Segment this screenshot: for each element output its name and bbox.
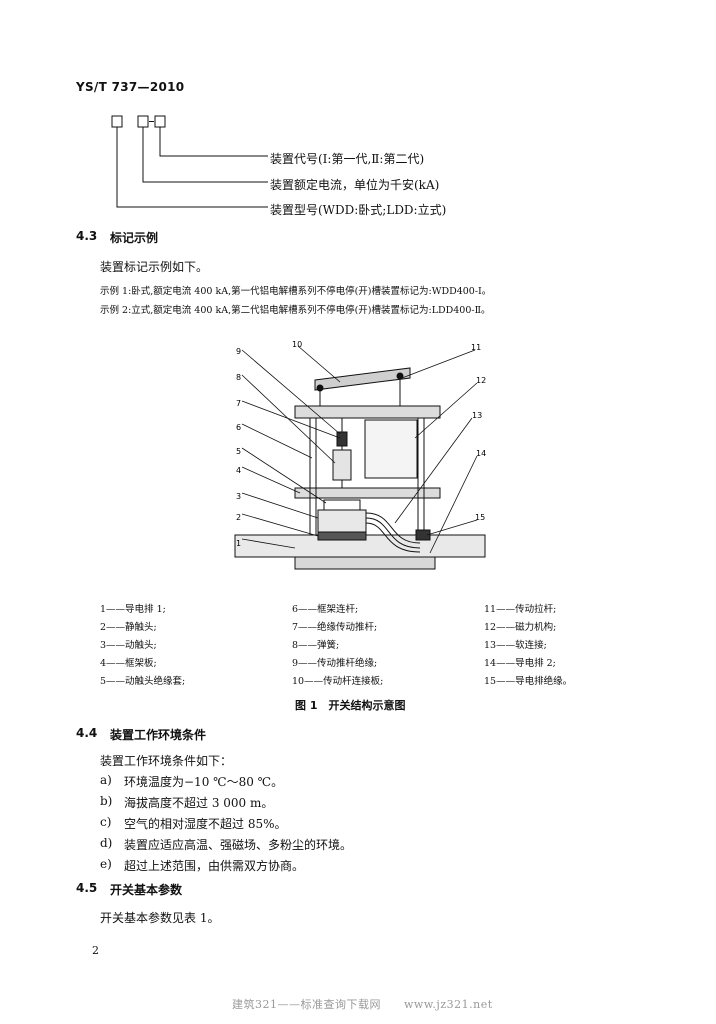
- code-box-model: [111, 115, 123, 128]
- figure-caption: 图 1 开关结构示意图: [295, 699, 406, 712]
- example-1: 示例 1:卧式,额定电流 400 kA,第一代铝电解槽系列不停电停(开)槽装置标…: [100, 286, 492, 297]
- document-code: YS/T 737—2010: [76, 80, 185, 94]
- legend-item: 11——传动拉杆;: [484, 604, 557, 615]
- linkage-plate-shape: [314, 367, 411, 391]
- list-item: 超过上述范围，由供需双方协商。: [124, 859, 305, 873]
- switch-structure-figure: 1 2 3 4 5 6 7 8 9 10 11 12 13 14 15: [234, 340, 486, 570]
- code-box-generation: [154, 115, 166, 128]
- frame-plate-lower: [294, 487, 441, 499]
- callout-5: 5: [236, 447, 241, 456]
- section-4-4-title: 装置工作环境条件: [110, 728, 207, 742]
- section-4-3-number: 4.3: [76, 229, 98, 243]
- callout-4: 4: [236, 466, 241, 475]
- list-label: a): [100, 773, 112, 787]
- callout-15: 15: [475, 513, 485, 522]
- example-2: 示例 2:立式,额定电流 400 kA,第二代铝电解槽系列不停电停(开)槽装置标…: [100, 305, 491, 316]
- busbar-insulation-shape: [415, 529, 431, 541]
- flexible-connection-shape: [365, 512, 421, 544]
- legend-item: 8——弹簧;: [292, 640, 340, 651]
- list-item: 海拔高度不超过 3 000 m。: [124, 796, 274, 810]
- callout-14: 14: [476, 449, 486, 458]
- moving-contact-shape: [317, 509, 367, 533]
- section-4-3-intro: 装置标记示例如下。: [100, 260, 209, 274]
- list-item: 装置应适应高温、强磁场、多粉尘的环境。: [124, 838, 353, 852]
- legend-item: 5——动触头绝缘套;: [100, 676, 186, 687]
- code-box-current: [137, 115, 149, 128]
- page-number: 2: [92, 944, 99, 957]
- legend-item: 3——动触头;: [100, 640, 157, 651]
- magnetic-mechanism-shape: [364, 419, 418, 479]
- contact-insulation-shape: [323, 499, 361, 511]
- callout-13: 13: [472, 411, 482, 420]
- busbar-2-shape: [294, 556, 436, 570]
- section-4-5-intro: 开关基本参数见表 1。: [100, 911, 220, 925]
- legend-item: 7——绝缘传动推杆;: [292, 622, 378, 633]
- section-4-4-intro: 装置工作环境条件如下：: [100, 754, 233, 768]
- callout-11: 11: [471, 343, 481, 352]
- list-item: 环境温度为−10 ℃～80 ℃。: [124, 775, 284, 789]
- legend-item: 12——磁力机构;: [484, 622, 557, 633]
- legend-item: 1——导电排 1;: [100, 604, 166, 615]
- legend-item: 6——框架连杆;: [292, 604, 359, 615]
- callout-10: 10: [292, 340, 302, 349]
- legend-item: 4——框架板;: [100, 658, 157, 669]
- callout-3: 3: [236, 492, 241, 501]
- callout-2: 2: [236, 513, 241, 522]
- callout-12: 12: [476, 376, 486, 385]
- callout-7: 7: [236, 399, 241, 408]
- legend-item: 9——传动推杆绝缘;: [292, 658, 378, 669]
- legend-item: 2——静触头;: [100, 622, 157, 633]
- callout-1: 1: [236, 539, 241, 548]
- callout-9: 9: [236, 347, 241, 356]
- list-label: b): [100, 794, 113, 808]
- section-4-5-number: 4.5: [76, 881, 98, 895]
- section-4-4-number: 4.4: [76, 726, 98, 740]
- spring-shape: [332, 449, 352, 481]
- code-structure-diagram: [111, 115, 268, 208]
- list-label: d): [100, 836, 113, 850]
- code-desc-model: 装置型号(WDD:卧式;LDD:立式): [270, 203, 447, 217]
- legend-item: 14——导电排 2;: [484, 658, 556, 669]
- callout-6: 6: [236, 423, 241, 432]
- legend-item: 15——导电排绝缘。: [484, 676, 573, 687]
- frame-plate-upper: [294, 405, 441, 419]
- footer-watermark: 建筑321——标准查询下载网 www.jz321.net: [232, 998, 493, 1011]
- section-4-5-title: 开关基本参数: [110, 883, 183, 897]
- list-label: c): [100, 815, 112, 829]
- pushrod-insulation-shape: [336, 431, 348, 447]
- legend-item: 10——传动杆连接板;: [292, 676, 384, 687]
- callout-8: 8: [236, 373, 241, 382]
- code-desc-current: 装置额定电流，单位为千安(kA): [270, 178, 440, 192]
- list-item: 空气的相对湿度不超过 85%。: [124, 817, 287, 831]
- static-contact-shape: [317, 531, 367, 541]
- list-label: e): [100, 857, 112, 871]
- section-4-3-title: 标记示例: [110, 231, 159, 245]
- code-desc-generation: 装置代号(Ⅰ:第一代,Ⅱ:第二代): [270, 152, 425, 166]
- legend-item: 13——软连接;: [484, 640, 547, 651]
